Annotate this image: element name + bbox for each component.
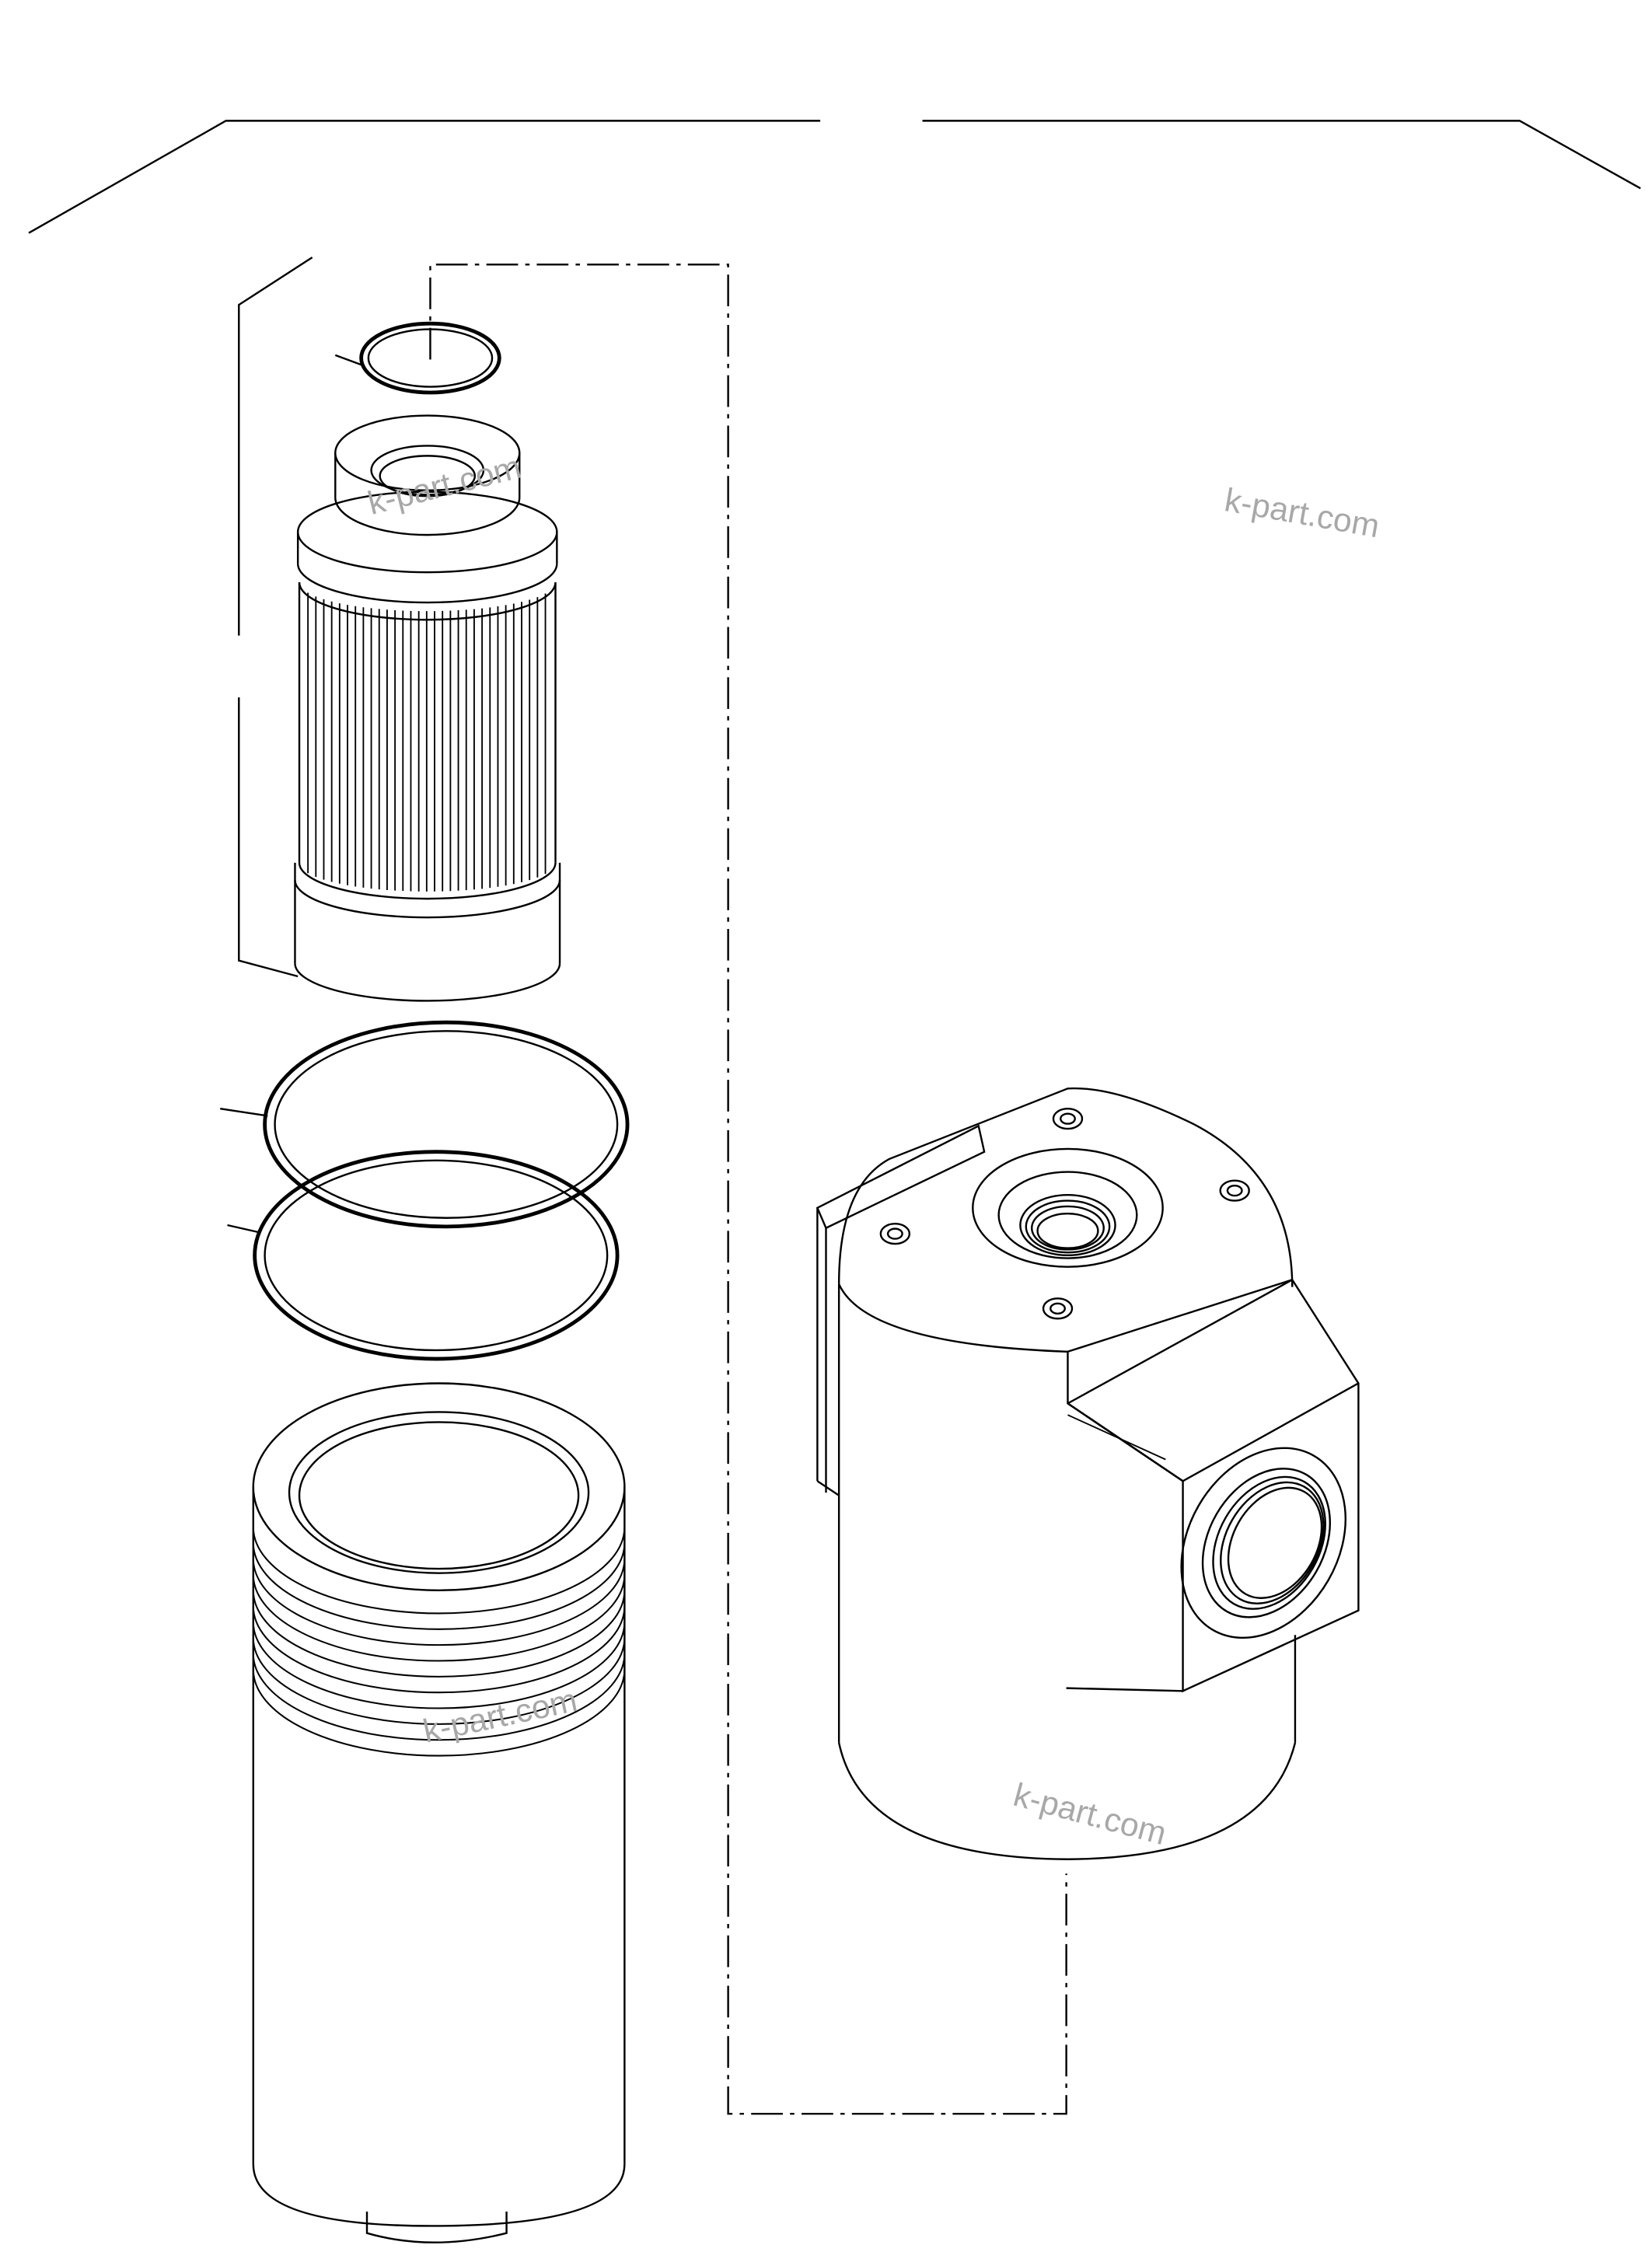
watermark-text: k-part.com: [1010, 1776, 1171, 1852]
frame-lines: [28, 120, 1641, 234]
element-bracket-lower: [238, 697, 299, 978]
thread-line: [252, 1637, 626, 1725]
thread-line: [252, 1590, 626, 1678]
element-bracket: [238, 257, 313, 636]
small-o-ring: [359, 321, 501, 395]
filter-head: [816, 1087, 1360, 1860]
thread-line: [252, 1542, 626, 1630]
large-o-ring-upper: [263, 1020, 630, 1229]
thread-line: [252, 1606, 626, 1694]
filter-element: [294, 414, 561, 1002]
watermark-text: k-part.com: [364, 449, 525, 522]
thread-line: [252, 1527, 626, 1615]
watermark-text: k-part.com: [1222, 481, 1382, 545]
thread-line: [252, 1559, 626, 1646]
assembly-centerline: [429, 264, 1067, 2115]
leader-lines: [220, 354, 1183, 1692]
large-o-ring-lower: [253, 1150, 620, 1361]
thread-line: [252, 1622, 626, 1709]
filter-bowl: [252, 1382, 626, 2243]
thread-line: [252, 1574, 626, 1662]
thread-line: [252, 1653, 626, 1741]
thread-line: [252, 1669, 626, 1757]
